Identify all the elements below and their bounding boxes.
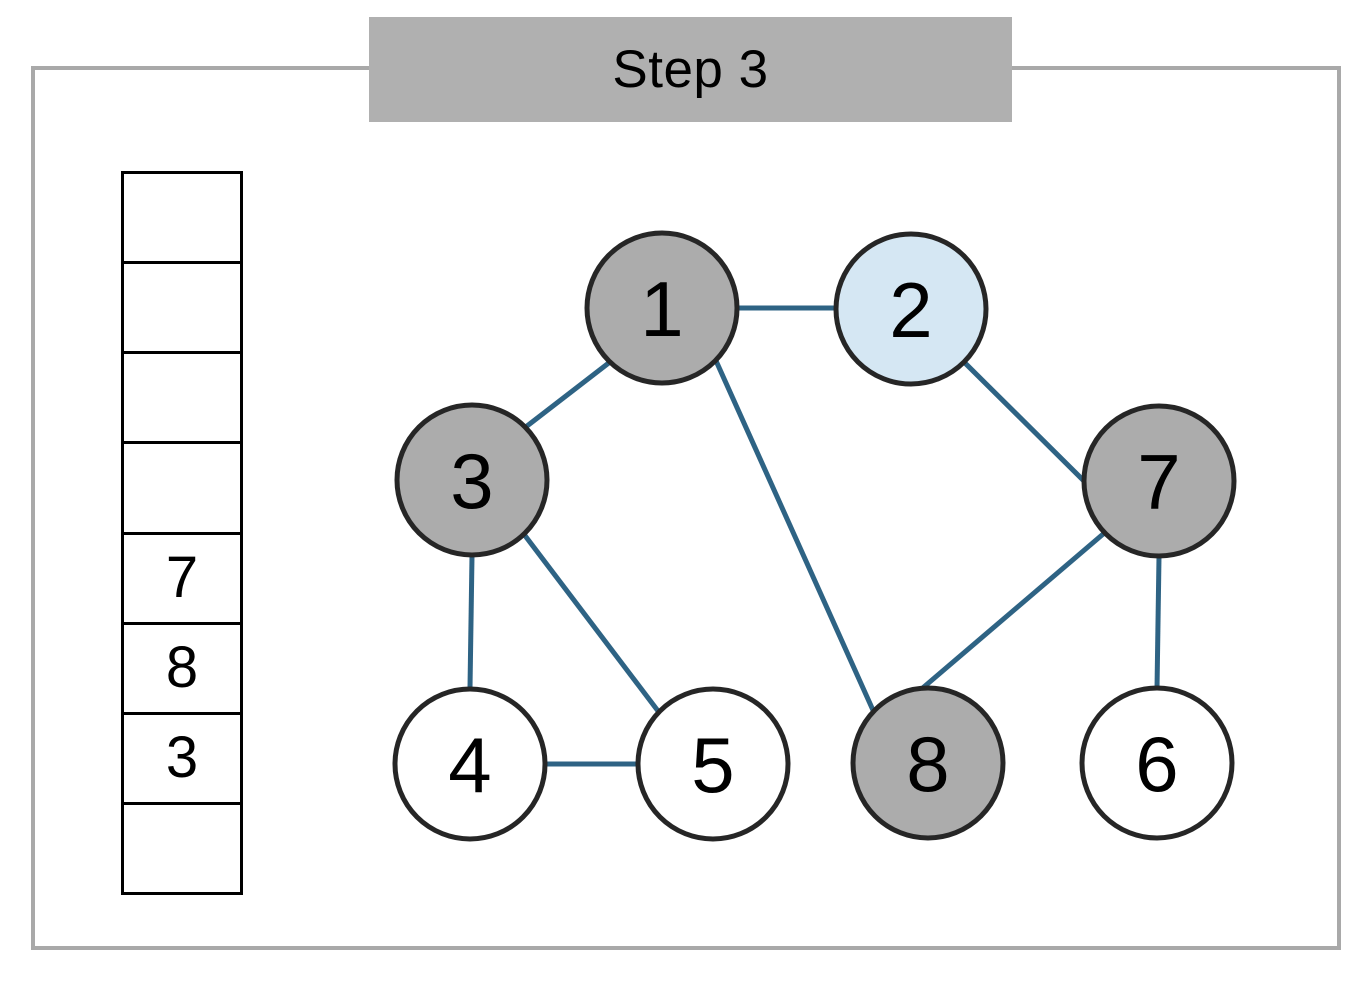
node-label-5: 5 (691, 721, 734, 809)
edge-7-6 (1154, 546, 1162, 700)
stack-cell-1 (124, 264, 240, 355)
graph-node-8: 8 (850, 685, 1006, 841)
node-label-8: 8 (906, 720, 949, 808)
node-circle-6 (1079, 685, 1235, 841)
stack-cell-0 (124, 174, 240, 265)
stack-cell-5: 8 (124, 625, 240, 715)
edge-2-7 (958, 356, 1092, 489)
graph-node-1: 1 (584, 230, 740, 386)
node-label-4: 4 (448, 721, 491, 809)
edge-3-5 (514, 523, 664, 717)
graph-node-4: 4 (392, 686, 548, 842)
edge-7-8 (915, 526, 1112, 695)
node-circle-3 (394, 402, 550, 558)
stack-cell-4: 7 (124, 535, 240, 625)
graph-node-7: 7 (1081, 403, 1237, 559)
stack-cell-6: 3 (124, 715, 240, 805)
node-circle-7 (1081, 403, 1237, 559)
stack-cell-2 (124, 354, 240, 445)
edge-1-3 (517, 353, 620, 435)
edge-3-4 (467, 545, 475, 699)
node-circle-5 (635, 686, 791, 842)
graph-node-6: 6 (1079, 685, 1235, 841)
node-circle-4 (392, 686, 548, 842)
node-label-2: 2 (889, 266, 932, 354)
graph-node-5: 5 (635, 686, 791, 842)
node-label-1: 1 (640, 265, 683, 353)
node-label-3: 3 (450, 437, 493, 525)
step-title-banner: Step 3 (369, 17, 1012, 122)
graph-node-3: 3 (394, 402, 550, 558)
node-circle-2 (833, 231, 989, 387)
stack-cell-3 (124, 444, 240, 535)
node-label-6: 6 (1135, 720, 1178, 808)
step-title: Step 3 (612, 40, 769, 99)
graph-node-2: 2 (833, 231, 989, 387)
edge-1-8 (710, 352, 879, 719)
node-label-7: 7 (1137, 438, 1180, 526)
node-circle-1 (584, 230, 740, 386)
node-circle-8 (850, 685, 1006, 841)
